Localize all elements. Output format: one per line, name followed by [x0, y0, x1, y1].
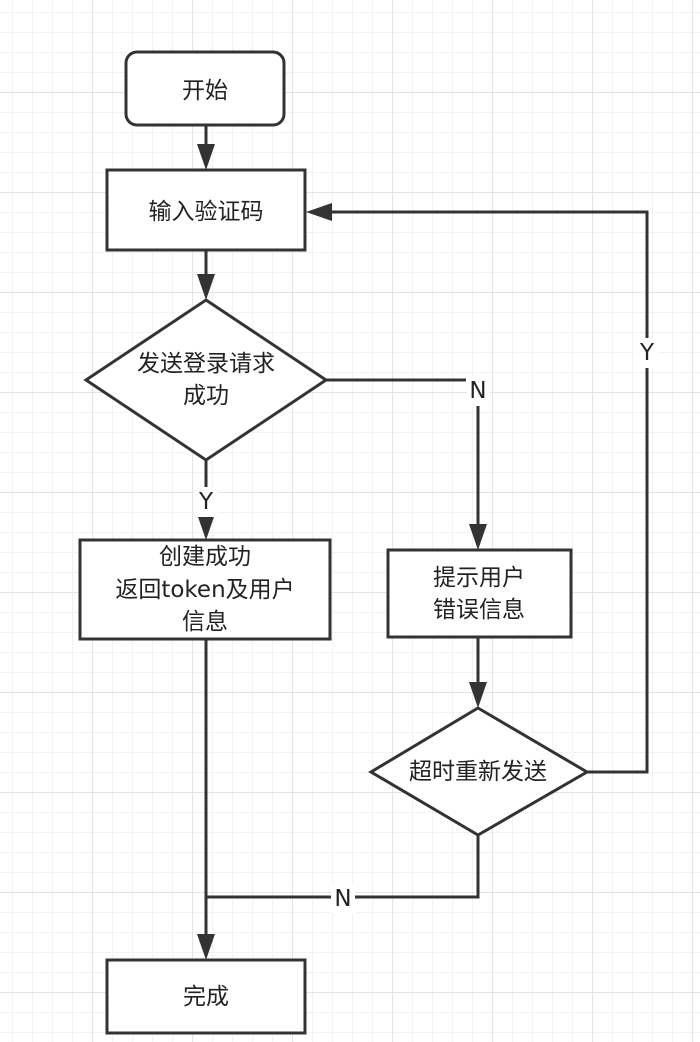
edges — [197, 125, 649, 960]
label-resend-yes: Y — [639, 340, 655, 366]
node-input-code: 输入验证码 — [105, 168, 307, 252]
edge-labels: Y N Y N — [194, 338, 659, 913]
label-login-no: N — [469, 378, 486, 404]
node-start-label: 开始 — [182, 78, 228, 104]
edge-resend-yes — [330, 210, 649, 774]
arrowhead-login-top — [197, 274, 215, 300]
label-login-yes: Y — [198, 489, 214, 515]
arrowhead-error-top — [469, 524, 487, 550]
node-create-success-line1: 创建成功 — [159, 544, 251, 570]
node-login-decision-line1: 发送登录请求 — [137, 351, 275, 377]
node-input-code-label: 输入验证码 — [149, 199, 264, 225]
node-resend-decision-label: 超时重新发送 — [409, 759, 547, 785]
edge-resend-no — [206, 835, 480, 899]
node-show-error-line1: 提示用户 — [433, 565, 525, 591]
arrowhead-done-top — [197, 934, 215, 960]
node-done-label: 完成 — [183, 984, 229, 1010]
node-show-error-line2: 错误信息 — [433, 597, 525, 623]
node-create-success-line3: 信息 — [182, 609, 228, 635]
arrowhead-resend-top — [469, 682, 487, 708]
node-show-error: 提示用户 错误信息 — [386, 548, 573, 639]
node-resend-decision: 超时重新发送 — [368, 706, 590, 837]
node-login-decision-line2: 成功 — [183, 383, 229, 409]
node-login-decision: 发送登录请求 成功 — [83, 298, 329, 462]
edge-login-no — [326, 378, 480, 526]
arrowhead-input-top — [197, 144, 215, 170]
arrowhead-input-right — [306, 203, 332, 221]
node-done: 完成 — [105, 958, 307, 1035]
label-resend-no: N — [334, 886, 351, 912]
node-create-success-line2: 返回token及用户 — [115, 577, 294, 603]
node-create-success: 创建成功 返回token及用户 信息 — [78, 538, 332, 641]
arrowhead-create-top — [197, 514, 215, 540]
node-start: 开始 — [124, 50, 286, 127]
